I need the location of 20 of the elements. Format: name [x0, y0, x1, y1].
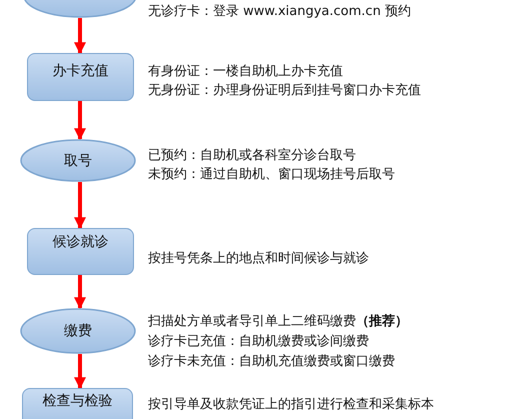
process-ellipse: 缴费	[20, 308, 136, 354]
note-text: 诊疗卡已充值：自助机缴费或诊间缴费	[148, 334, 369, 350]
process-ellipse: 取号	[20, 139, 136, 182]
note-text: 按引导单及收款凭证上的指引进行检查和采集标本	[148, 397, 434, 413]
note-text: 已预约：自助机或各科室分诊台取号	[148, 148, 356, 164]
process-box: 检查与检验	[22, 388, 133, 419]
note-text: 按挂号凭条上的地点和时间候诊与就诊	[148, 251, 369, 267]
process-box: 办卡充值	[27, 53, 134, 101]
note-text: 扫描处方单或者导引单上二维码缴费（推荐）	[148, 314, 408, 330]
note-text: 有身份证：一楼自助机上办卡充值	[148, 64, 343, 80]
arrow	[74, 18, 86, 54]
note-text: 诊疗卡未充值：自助机充值缴费或窗口缴费	[148, 354, 395, 370]
arrow	[74, 101, 86, 140]
note-text: 无诊疗卡：登录 www.xiangya.com.cn 预约	[148, 4, 411, 20]
process-box: 候诊就诊	[27, 228, 134, 275]
arrow	[74, 182, 86, 230]
arrow	[74, 275, 86, 310]
arrow	[74, 354, 86, 390]
note-text: 无身份证：办理身份证明后到挂号窗口办卡充值	[148, 83, 421, 99]
note-text: 未预约：通过自助机、窗口现场挂号后取号	[148, 167, 395, 183]
